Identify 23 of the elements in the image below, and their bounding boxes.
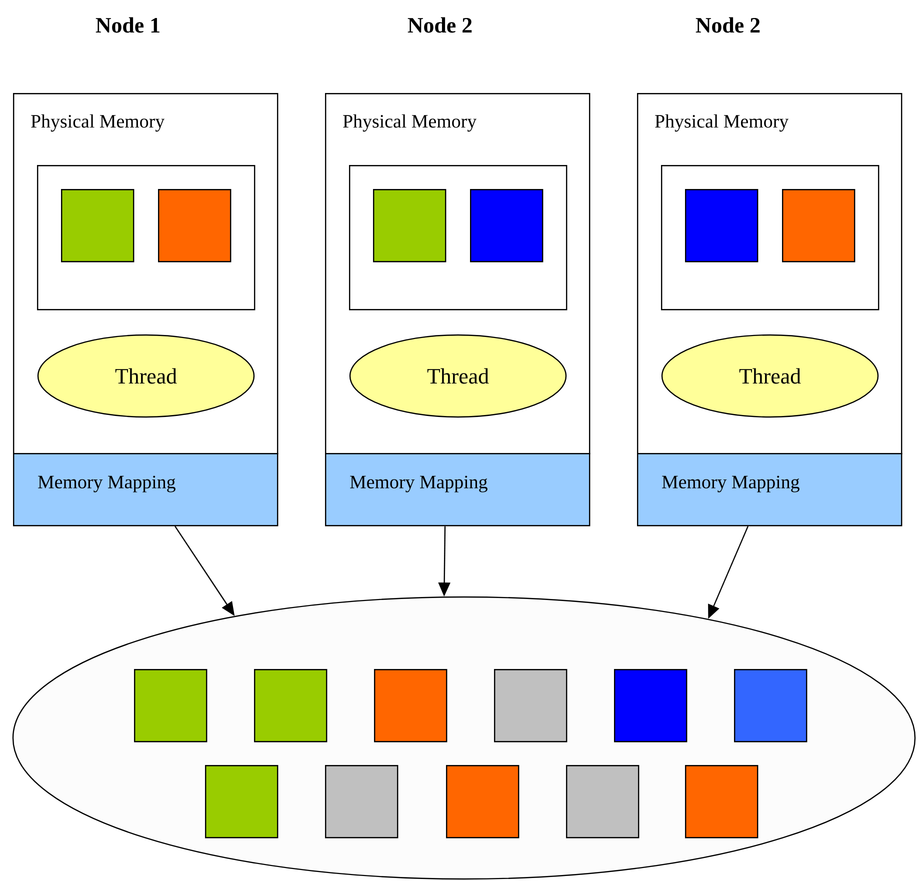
memory-block — [205, 765, 278, 838]
mapping-box: Memory Mapping — [325, 453, 590, 526]
memory-block — [254, 669, 328, 742]
memory-block — [373, 189, 446, 262]
memory-block — [782, 189, 856, 262]
mapping-box: Memory Mapping — [13, 453, 278, 526]
node-heading: Node 2 — [696, 17, 760, 33]
memory-block — [374, 669, 448, 742]
memory-block — [446, 765, 520, 838]
node-heading: Node 1 — [96, 17, 160, 33]
node-heading: Node 2 — [408, 17, 472, 33]
memory-block — [614, 669, 688, 742]
mapping-box: Memory Mapping — [637, 453, 902, 526]
memory-block — [566, 765, 640, 838]
memory-block — [685, 765, 758, 838]
memory-block — [494, 669, 568, 742]
memory-block — [734, 669, 808, 742]
memory-block — [470, 189, 544, 262]
memory-block — [158, 189, 232, 262]
memory-block — [685, 189, 758, 262]
memory-block — [325, 765, 398, 838]
memory-block — [134, 669, 208, 742]
memory-block — [61, 189, 134, 262]
